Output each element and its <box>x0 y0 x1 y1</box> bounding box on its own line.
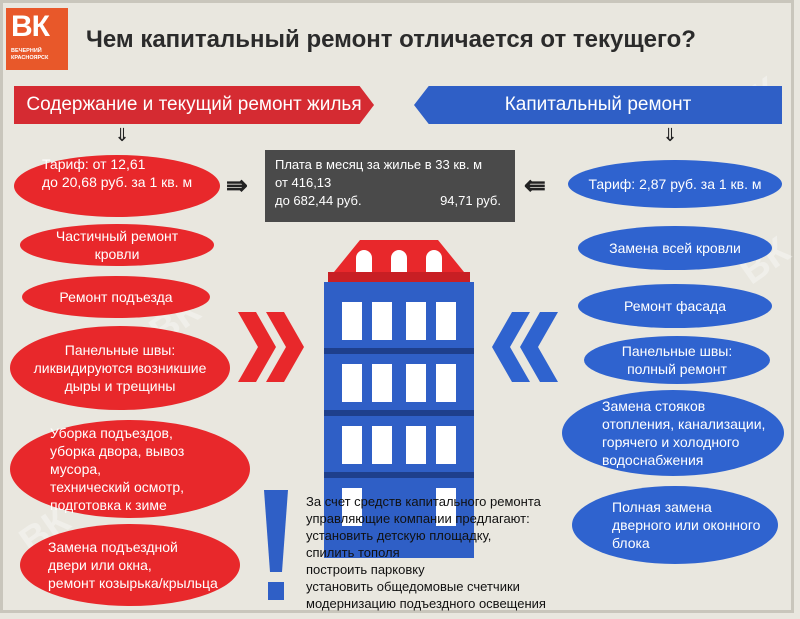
left-item-partial-roof: Частичный ремонт кровли <box>20 224 214 266</box>
right-item-text: водоснабжения <box>602 452 704 468</box>
note-text: построить парковку <box>306 562 425 577</box>
left-item-text: Тариф: от 12,61 <box>42 156 146 172</box>
payment-capital-value: 94,71 руб. <box>440 193 501 208</box>
left-item-text: Частичный ремонт кровли <box>55 228 179 262</box>
right-item-text: дверного или оконного <box>612 517 761 533</box>
left-item-text: Замена подъездной <box>48 539 178 555</box>
right-item-text: Ремонт фасада <box>624 298 726 314</box>
left-item-text: до 20,68 руб. за 1 кв. м <box>42 174 193 190</box>
left-item-text: Ремонт подъезда <box>59 289 173 305</box>
left-item-text: подготовка к зиме <box>50 497 167 513</box>
left-double-arrow-icon: ⇚ <box>524 170 546 200</box>
left-item-tariff: Тариф: от 12,61 до 20,68 руб. за 1 кв. м <box>14 155 220 217</box>
right-item-text: Замена всей кровли <box>609 240 741 256</box>
right-item-panel-seams: Панельные швы: полный ремонт <box>584 336 770 384</box>
note-text: установить детскую площадку, <box>306 528 492 543</box>
left-item-text: Панельные швы: <box>64 342 176 358</box>
left-item-text: уборка двора, вывоз мусора, <box>50 443 185 477</box>
right-item-full-roof: Замена всей кровли <box>578 226 772 270</box>
page-title: Чем капитальный ремонт отличается от тек… <box>86 26 696 53</box>
left-item-panel-seams: Панельные швы: ликвидируются возникшие д… <box>10 326 230 410</box>
payment-text: от 416,13 <box>275 175 332 190</box>
note-text: За счет средств капитального ремонта <box>306 494 541 509</box>
capital-repair-note: За счет средств капитального ремонта упр… <box>306 493 546 612</box>
left-item-text: технический осмотр, <box>50 479 184 495</box>
right-double-arrow-icon: ⇛ <box>226 170 248 200</box>
right-item-door-block: Полная замена дверного или оконного блок… <box>572 486 778 564</box>
monthly-payment-box: Плата в месяц за жилье в 33 кв. м от 416… <box>265 150 515 222</box>
logo-subtitle: Вечерний Красноярск <box>11 48 49 61</box>
left-banner: Содержание и текущий ремонт жилья <box>14 86 374 124</box>
right-item-risers: Замена стояков отопления, канализации, г… <box>562 390 784 476</box>
right-item-tariff: Тариф: 2,87 руб. за 1 кв. м <box>568 160 782 208</box>
red-chevrons-icon <box>238 312 304 382</box>
left-item-entrance-repair: Ремонт подъезда <box>22 276 210 318</box>
right-item-text: Панельные швы: <box>621 343 733 359</box>
apartment-building-icon <box>324 240 474 558</box>
exclamation-icon <box>264 490 288 600</box>
left-item-text: Уборка подъездов, <box>50 425 173 441</box>
right-item-facade: Ремонт фасада <box>578 284 772 328</box>
logo-letters: ВК <box>11 10 50 43</box>
left-item-text: ремонт козырька/крыльца <box>48 575 218 591</box>
note-text: управляющие компании предлагают: <box>306 511 530 526</box>
payment-text: до 682,44 руб. <box>275 193 362 208</box>
right-item-text: Полная замена <box>612 499 712 515</box>
note-text: спилить тополя <box>306 545 400 560</box>
down-arrow-icon: ⇓ <box>114 125 130 145</box>
right-banner: Капитальный ремонт <box>414 86 782 124</box>
note-text: модернизацию подъездного освещения <box>306 596 546 611</box>
right-item-text: отопления, канализации, <box>602 416 766 432</box>
right-item-text: Тариф: 2,87 руб. за 1 кв. м <box>588 176 762 192</box>
note-text: установить общедомовые счетчики <box>306 579 520 594</box>
blue-chevrons-icon <box>492 312 558 382</box>
right-item-text: полный ремонт <box>627 361 727 377</box>
left-item-text: двери или окна, <box>48 557 152 573</box>
left-item-text: дыры и трещины <box>64 378 176 394</box>
left-item-text: ликвидируются возникшие <box>33 360 207 376</box>
down-arrow-icon: ⇓ <box>662 125 678 145</box>
left-item-door-replace: Замена подъездной двери или окна, ремонт… <box>20 524 240 606</box>
right-item-text: Замена стояков <box>602 398 706 414</box>
left-item-cleaning: Уборка подъездов, уборка двора, вывоз му… <box>10 420 250 518</box>
brand-logo[interactable]: ВК Вечерний Красноярск <box>6 8 68 70</box>
right-item-text: горячего и холодного <box>602 434 740 450</box>
right-item-text: блока <box>612 535 650 551</box>
payment-text: Плата в месяц за жилье в 33 кв. м <box>275 157 483 172</box>
